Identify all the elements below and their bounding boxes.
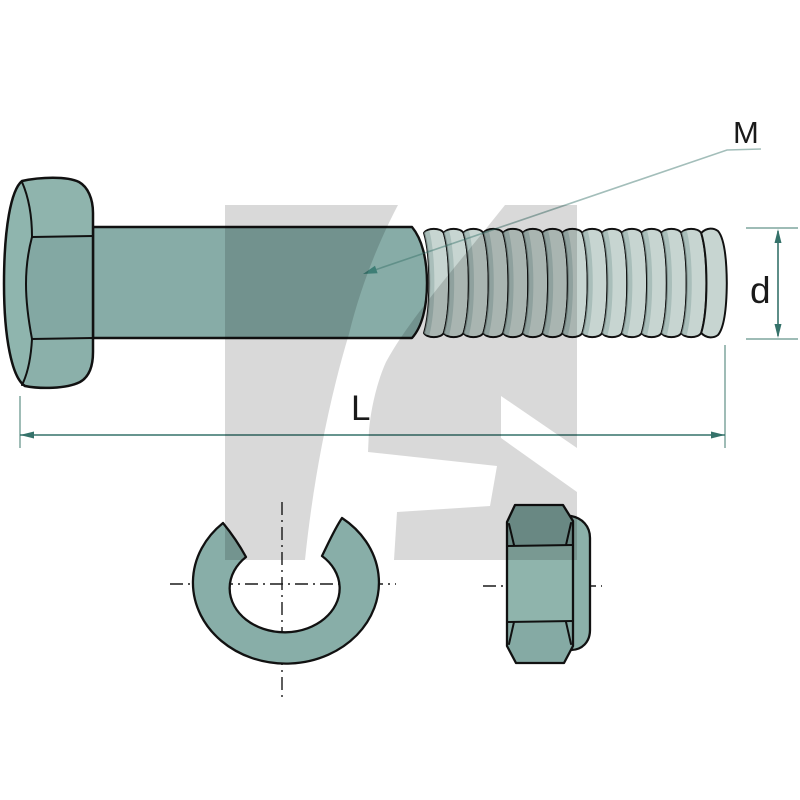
label-length: L (351, 389, 370, 428)
label-diameter: d (750, 270, 771, 311)
arrowhead-left (20, 431, 34, 439)
hex-bolt (2, 176, 728, 390)
leader-line (365, 148, 762, 274)
dimension-diameter: d (746, 227, 798, 340)
split-lock-washer (170, 502, 396, 701)
arrowhead-right (711, 431, 725, 439)
hex-nut (483, 503, 602, 665)
leader-arrowhead (363, 265, 378, 274)
label-thread-size: M (733, 115, 759, 150)
dimension-length: L (19, 345, 726, 448)
arrowhead-down (774, 324, 782, 338)
watermark-logo (225, 205, 577, 560)
bolt-shank (91, 225, 429, 340)
thread-end-dome (700, 227, 728, 339)
arrowhead-up (774, 229, 782, 243)
annotation-thread-size: M (363, 115, 762, 274)
bolt-threads (423, 227, 728, 339)
washer-body (191, 516, 381, 665)
bolt-head (2, 176, 95, 390)
